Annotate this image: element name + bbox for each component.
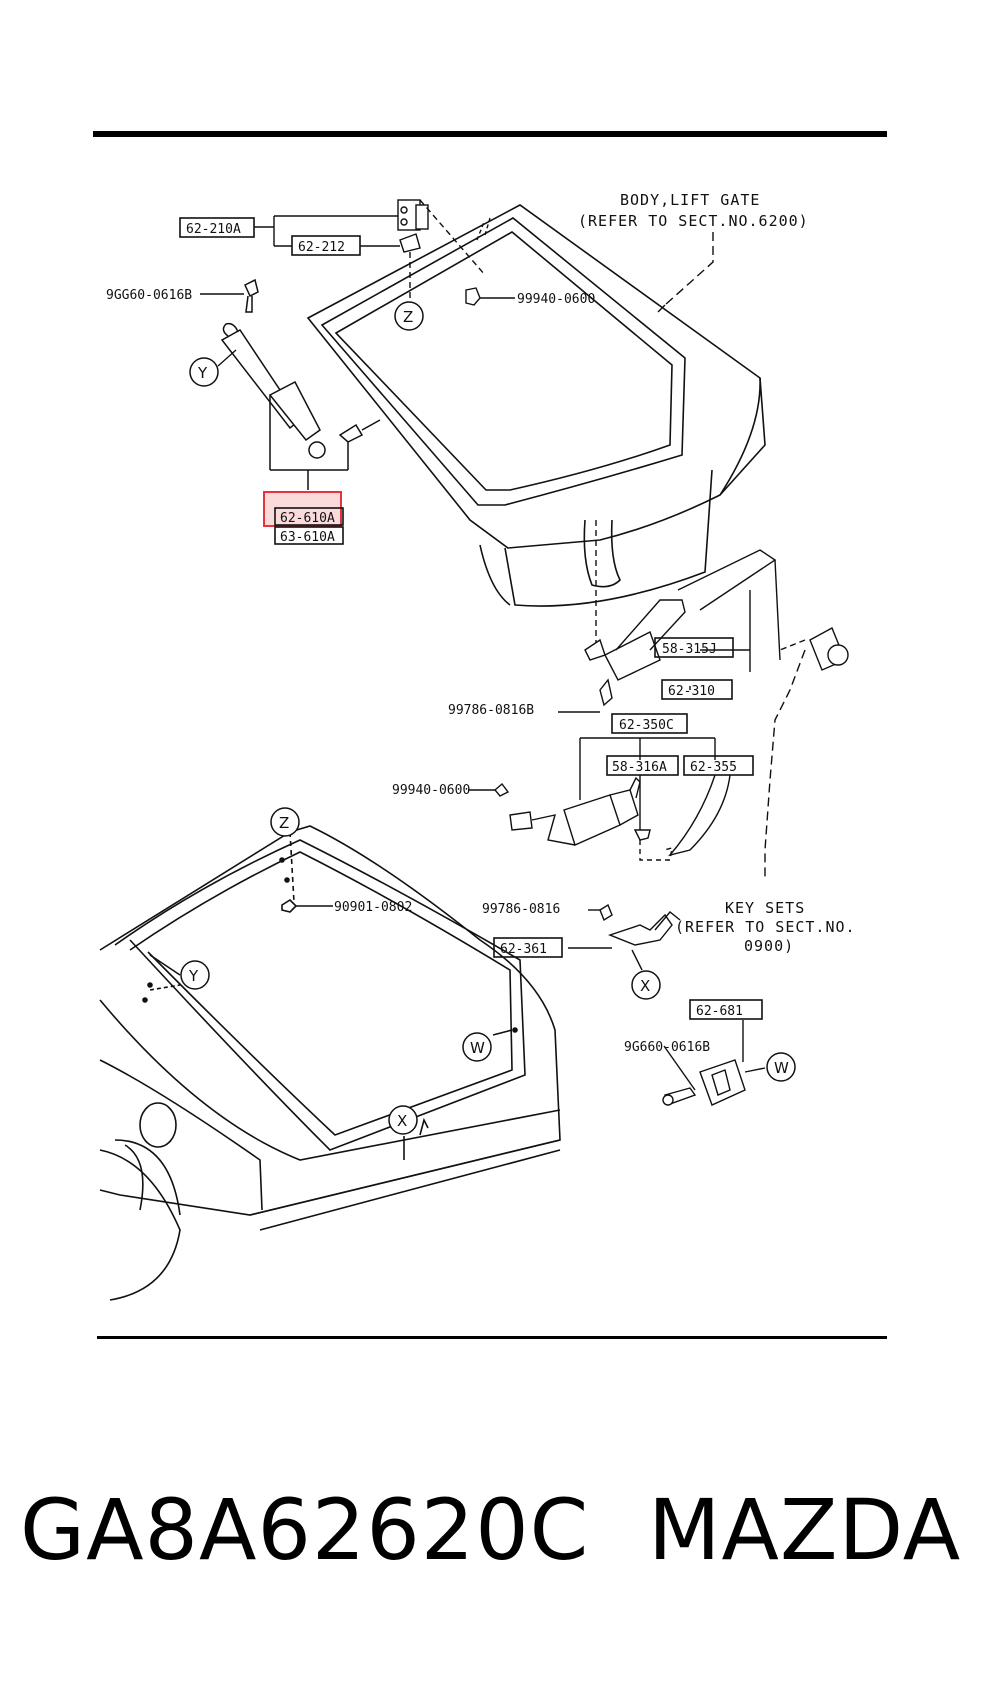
car-body-drawing <box>99 825 561 1301</box>
hinge-drawing <box>397 199 491 298</box>
part-9G660-0616B: 9G660-0616B <box>624 1040 710 1055</box>
brand-name: MAZDA <box>648 1481 962 1579</box>
part-62-610A: 62-610A <box>280 511 335 526</box>
key-cylinder-drawing <box>764 627 849 880</box>
marker-z-bottom: Z <box>270 807 300 837</box>
striker-drawing <box>662 1020 766 1106</box>
part-62-212: 62-212 <box>298 240 345 255</box>
svg-text:W: W <box>470 1039 485 1057</box>
part-99940-0600-mid: 99940-0600 <box>392 783 470 798</box>
part-number: GA8A62620C <box>20 1481 590 1579</box>
part-62-310: 62-310 <box>668 684 715 699</box>
part-62-210A: 62-210A <box>186 222 241 237</box>
marker-y-bottom: Y <box>180 960 210 990</box>
part-62-355: 62-355 <box>690 760 737 775</box>
marker-w-car: W <box>462 1032 492 1062</box>
svg-text:Y: Y <box>188 967 199 985</box>
lift-gate-drawing <box>306 204 766 607</box>
part-63-610A: 63-610A <box>280 530 335 545</box>
body-lift-gate-leader <box>657 232 714 313</box>
marker-w-striker: W <box>766 1052 796 1082</box>
part-58-316A: 58-316A <box>612 760 667 775</box>
part-99786-0816B: 99786-0816B <box>448 703 534 718</box>
callout-body-lift-gate-line1: BODY,LIFT GATE <box>620 191 760 209</box>
marker-x-rod: X <box>631 970 661 1000</box>
bottom-rule <box>97 1336 887 1339</box>
part-99940-0600-top: 99940-0600 <box>517 292 595 307</box>
svg-text:Y: Y <box>197 364 208 382</box>
svg-text:Z: Z <box>279 814 289 832</box>
part-99786-0816: 99786-0816 <box>482 902 560 917</box>
marker-x-car: X <box>388 1105 418 1135</box>
callout-key-sets-line1: KEY SETS <box>725 899 805 917</box>
callout-key-sets-line3: 0900) <box>744 937 794 955</box>
part-62-361: 62-361 <box>500 942 547 957</box>
svg-text:X: X <box>640 977 650 995</box>
part-62-350C: 62-350C <box>619 718 674 733</box>
actuator-drawing <box>468 737 731 861</box>
svg-text:W: W <box>774 1059 789 1077</box>
nut-drawing <box>465 287 515 306</box>
marker-z-top: Z <box>394 301 424 331</box>
part-9GG60-0616B: 9GG60-0616B <box>106 288 192 303</box>
callout-body-lift-gate-line2: (REFER TO SECT.NO.6200) <box>578 212 809 230</box>
part-90901-0802: 90901-0802 <box>334 900 412 915</box>
leader-lines <box>254 215 400 247</box>
marker-y-top: Y <box>189 349 237 387</box>
part-58-315J: 58-315J <box>662 642 717 657</box>
rod-drawing <box>568 903 681 971</box>
svg-text:Z: Z <box>403 308 413 326</box>
callout-key-sets-line2: (REFER TO SECT.NO. <box>675 918 856 936</box>
latch-drawing <box>558 520 781 713</box>
svg-text:X: X <box>397 1112 407 1130</box>
highlight-box <box>263 491 342 527</box>
part-62-681: 62-681 <box>696 1004 743 1019</box>
gas-strut-drawing <box>200 278 381 490</box>
top-rule <box>93 131 887 137</box>
